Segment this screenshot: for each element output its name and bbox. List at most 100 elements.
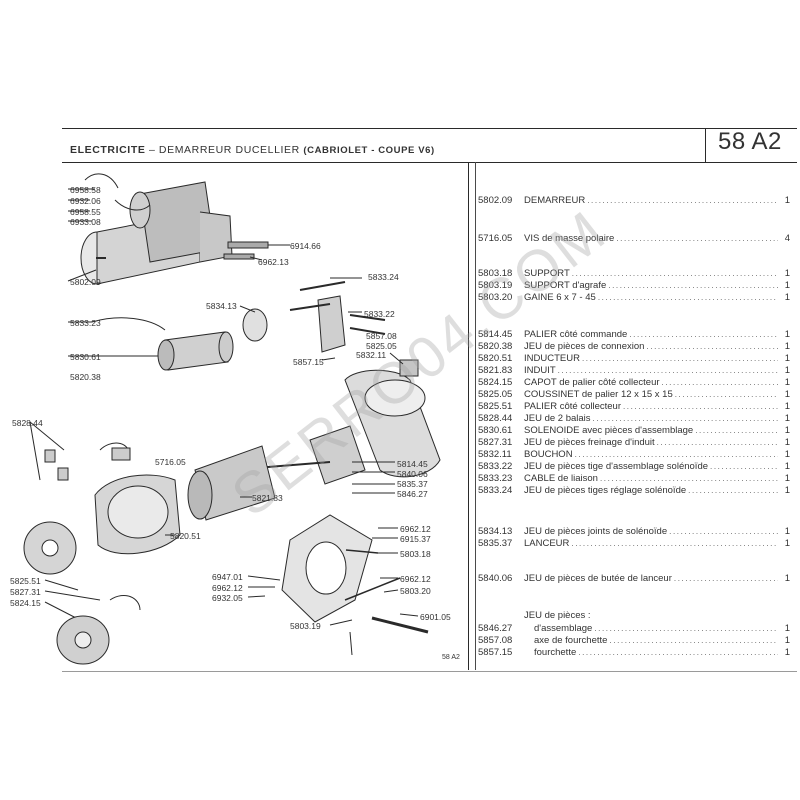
part-ref: 5716.05 (478, 233, 513, 244)
part-qty: 1 (784, 437, 790, 448)
subject-name: DEMARREUR DUCELLIER (158, 144, 304, 156)
callout-label: 5827.31 (10, 587, 41, 597)
list-item: 5827.31 JEU de pièces freinage d'induit 1 (478, 437, 790, 448)
part-qty: 1 (784, 647, 790, 658)
part-desc: SOLENOIDE avec pièces d'assemblage (524, 425, 694, 436)
part-desc: JEU de pièces joints de solénoïde (524, 526, 668, 537)
part-qty: 1 (784, 573, 790, 584)
part-qty: 1 (784, 485, 790, 496)
part-qty: 1 (784, 353, 790, 364)
part-ref: 5830.61 (478, 425, 513, 436)
callout-label: 5828.44 (12, 418, 43, 428)
list-item: 5832.11 BOUCHON 1 (478, 449, 790, 460)
part-qty: 1 (784, 635, 790, 646)
part-qty: 1 (784, 365, 790, 376)
part-desc: BOUCHON (524, 449, 573, 460)
part-ref: 5825.05 (478, 389, 513, 400)
part-qty: 1 (784, 461, 790, 472)
column-divider-inner (475, 162, 476, 670)
part-qty: 1 (784, 449, 790, 460)
catalog-sheet-frame (62, 128, 797, 672)
part-ref: 5828.44 (478, 413, 513, 424)
part-desc: JEU de pièces tiges réglage solénoïde (524, 485, 687, 496)
list-item: 5840.06 JEU de pièces de butée de lanceur… (478, 573, 790, 584)
part-ref: 5825.51 (478, 401, 513, 412)
callout-label: 5824.15 (10, 598, 41, 608)
part-desc: JEU de pièces tige d'assemblage solénoïd… (524, 461, 709, 472)
list-subheading: JEU de pièces : (478, 610, 790, 621)
part-ref: 5834.13 (478, 526, 513, 537)
part-qty: 1 (784, 425, 790, 436)
part-desc: CABLE de liaison (524, 473, 598, 484)
part-ref: 5814.45 (478, 329, 513, 340)
part-desc: JEU de pièces de butée de lanceur (524, 573, 672, 584)
list-item: 5857.15fourchette1 (478, 647, 790, 658)
list-item: 5803.20 GAINE 6 x 7 - 45 1 (478, 292, 790, 303)
part-ref: 5832.11 (478, 449, 512, 460)
list-item: 5803.19 SUPPORT d'agrafe 1 (478, 280, 790, 291)
part-desc: CAPOT de palier côté collecteur (524, 377, 660, 388)
part-desc: INDUCTEUR (524, 353, 580, 364)
part-desc: COUSSINET de palier 12 x 15 x 15 (524, 389, 673, 400)
list-item: 5825.05 COUSSINET de palier 12 x 15 x 15 1 (478, 389, 790, 400)
part-qty: 1 (784, 341, 790, 352)
part-qty: 1 (784, 292, 790, 303)
part-ref: 5820.51 (478, 353, 513, 364)
part-desc: SUPPORT (524, 268, 570, 279)
part-ref: 5833.23 (478, 473, 513, 484)
model-variant: (CABRIOLET - COUPE V6) (303, 145, 435, 156)
page-code: 58 A2 (718, 128, 782, 155)
part-desc: axe de fourchette (534, 635, 608, 646)
part-ref: 5840.06 (478, 573, 513, 584)
part-desc: INDUIT (524, 365, 556, 376)
part-qty: 4 (784, 233, 790, 244)
part-desc: JEU de pièces freinage d'induit (524, 437, 655, 448)
part-qty: 1 (784, 389, 790, 400)
list-item: 5846.27d'assemblage1 (478, 623, 790, 634)
part-qty: 1 (784, 377, 790, 388)
part-desc: GAINE 6 x 7 - 45 (524, 292, 596, 303)
column-divider (468, 162, 470, 670)
part-ref: 5824.15 (478, 377, 513, 388)
part-ref: 5802.09 (478, 195, 513, 206)
list-item: 5802.09DEMARREUR1 (478, 195, 790, 206)
part-ref: 5835.37 (478, 538, 513, 549)
part-ref: 5803.19 (478, 280, 513, 291)
list-item: 5834.13 JEU de pièces joints de solénoïde… (478, 526, 790, 537)
page-title: ELECTRICITE – DEMARREUR DUCELLIER (CABRI… (70, 144, 435, 156)
part-desc: fourchette (534, 647, 577, 658)
list-item: 5825.51 PALIER côté collecteur 1 (478, 401, 790, 412)
list-item: 5821.83 INDUIT 1 (478, 365, 790, 376)
part-desc: PALIER côté collecteur (524, 401, 621, 412)
part-desc: VIS de masse polaire (524, 233, 615, 244)
section-name: ELECTRICITE (70, 144, 146, 156)
part-ref: 5827.31 (478, 437, 513, 448)
header-divider (705, 128, 706, 162)
part-ref: 5821.83 (478, 365, 513, 376)
list-item: 5830.61 SOLENOIDE avec pièces d'assemblag… (478, 425, 790, 436)
list-item: 5835.37 LANCEUR 1 (478, 538, 790, 549)
list-item: 5716.05 VIS de masse polaire 4 (478, 233, 790, 244)
part-desc: LANCEUR (524, 538, 570, 549)
part-desc: SUPPORT d'agrafe (524, 280, 607, 291)
list-item: 5824.15 CAPOT de palier côté collecteur 1 (478, 377, 790, 388)
part-qty: 1 (784, 401, 790, 412)
part-ref: 5803.20 (478, 292, 513, 303)
part-qty: 1 (784, 413, 790, 424)
part-desc: DEMARREUR (524, 195, 586, 206)
part-qty: 1 (784, 538, 790, 549)
callout-label: 5825.51 (10, 576, 41, 586)
part-desc: JEU de pièces : (524, 610, 591, 621)
part-desc: PALIER côté commande (524, 329, 628, 340)
header-rule (62, 162, 797, 163)
part-desc: JEU de pièces de connexion (524, 341, 645, 352)
part-ref: 5857.08 (478, 635, 513, 646)
list-item: 5803.18SUPPORT1 (478, 268, 790, 279)
part-qty: 1 (784, 280, 790, 291)
